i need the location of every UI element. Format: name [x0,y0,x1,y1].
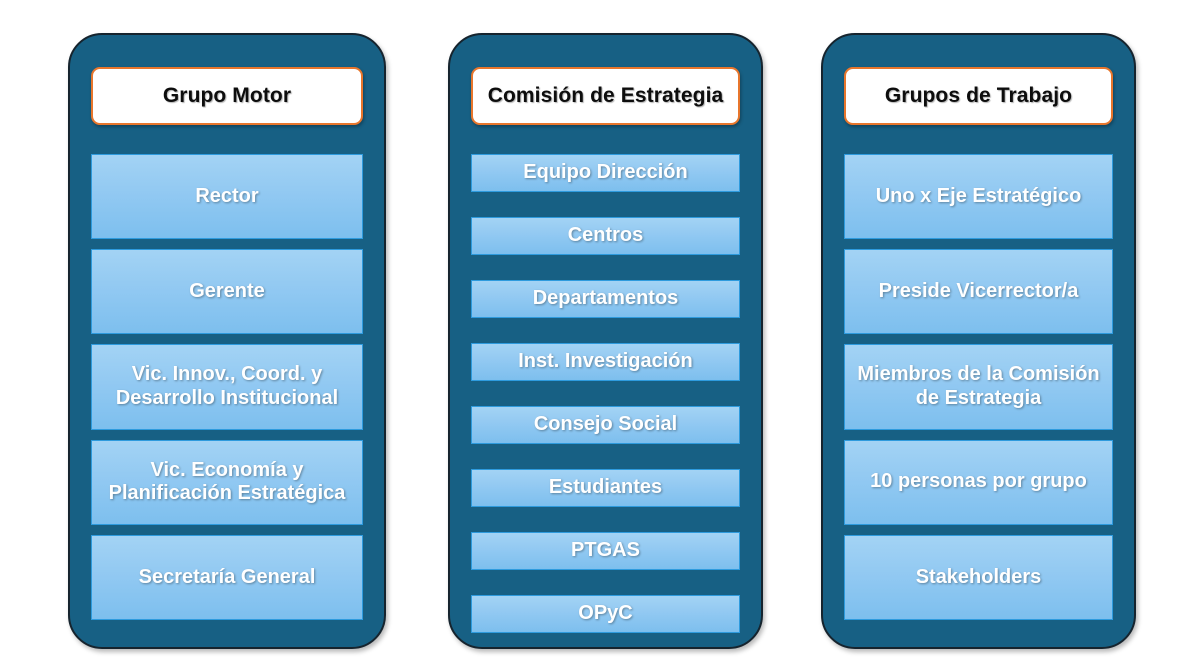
column-header-label: Grupos de Trabajo [884,84,1073,108]
column-header-comision-de-estrategia: Comisión de Estrategia [471,67,740,125]
column-grupos-de-trabajo: Grupos de Trabajo Uno x Eje Estratégico … [821,33,1136,649]
list-item: Preside Vicerrector/a [844,249,1113,335]
list-item: Gerente [91,249,363,335]
list-item: OPyC [471,595,740,633]
list-item: PTGAS [471,532,740,570]
list-item: Uno x Eje Estratégico [844,154,1113,240]
list-item: Equipo Dirección [471,154,740,192]
item-stack-grupo-motor: Rector Gerente Vic. Innov., Coord. y Des… [91,154,363,621]
list-item: Rector [91,154,363,240]
column-comision-de-estrategia: Comisión de Estrategia Equipo Dirección … [448,33,763,649]
column-grupo-motor: Grupo Motor Rector Gerente Vic. Innov., … [68,33,386,649]
column-header-grupos-de-trabajo: Grupos de Trabajo [844,67,1113,125]
column-header-label: Grupo Motor [162,84,292,108]
column-header-grupo-motor: Grupo Motor [91,67,363,125]
list-item: Miembros de la Comisión de Estrategia [844,344,1113,430]
list-item: Vic. Innov., Coord. y Desarrollo Institu… [91,344,363,430]
list-item: Secretaría General [91,534,363,621]
list-item: Estudiantes [471,469,740,507]
column-header-label: Comisión de Estrategia [487,84,724,108]
item-stack-comision-de-estrategia: Equipo Dirección Centros Departamentos I… [471,154,740,633]
item-stack-grupos-de-trabajo: Uno x Eje Estratégico Preside Vicerrecto… [844,154,1113,621]
list-item: Vic. Economía y Planificación Estratégic… [91,439,363,525]
list-item: Stakeholders [844,534,1113,621]
list-item: Centros [471,217,740,255]
list-item: Inst. Investigación [471,343,740,381]
list-item: Consejo Social [471,406,740,444]
list-item: Departamentos [471,280,740,318]
list-item: 10 personas por grupo [844,439,1113,525]
